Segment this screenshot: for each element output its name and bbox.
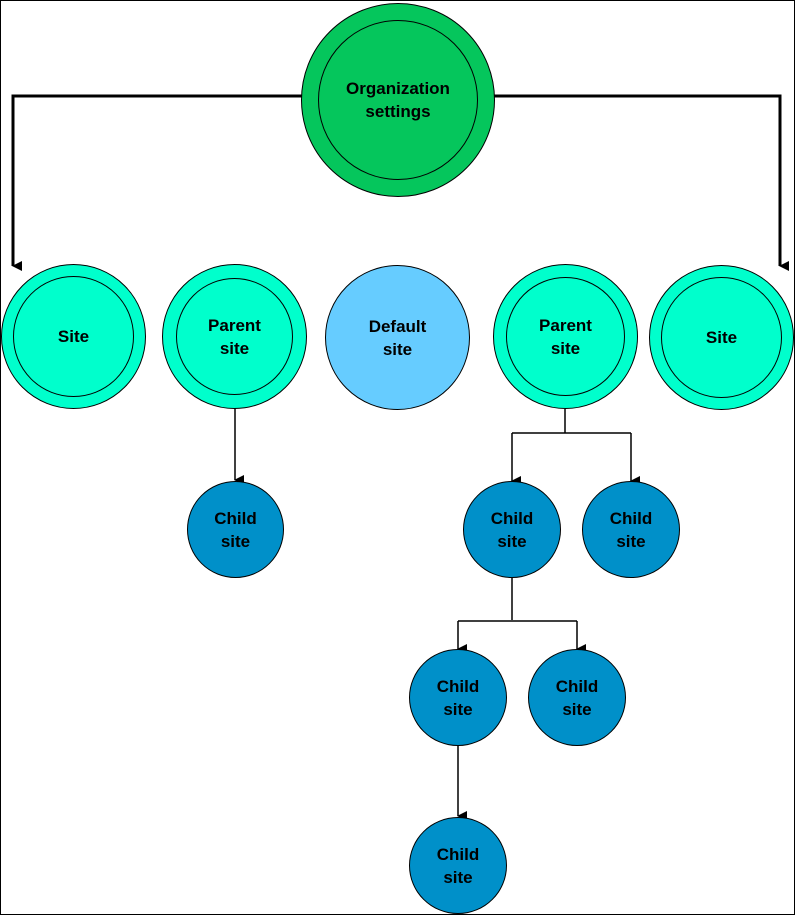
site-right-inner-ring bbox=[661, 277, 782, 398]
child-site-node-a: Child site bbox=[187, 481, 284, 578]
child-site-node-d: Child site bbox=[582, 481, 680, 578]
parent-site-right-label: Parent site bbox=[539, 315, 592, 358]
organization-settings-node: Organization settings bbox=[301, 3, 495, 197]
site-right-label: Site bbox=[705, 328, 738, 347]
parent-site-node-left: Parent site bbox=[162, 264, 307, 409]
connector-org-to-left-site bbox=[11, 94, 302, 271]
child-site-a-label: Child site bbox=[214, 508, 257, 551]
child-site-b-label: Child site bbox=[436, 844, 480, 887]
child-site-node-f: Child site bbox=[528, 649, 626, 746]
parent-site-right-inner-ring bbox=[506, 277, 625, 396]
parent-site-left-inner-ring bbox=[176, 278, 293, 395]
child-site-d-label: Child site bbox=[609, 508, 653, 551]
parent-site-node-right: Parent site bbox=[493, 264, 638, 409]
default-site-label: Default site bbox=[368, 316, 427, 359]
child-site-f-label: Child site bbox=[555, 676, 599, 719]
child-site-node-b: Child site bbox=[409, 817, 507, 914]
organization-settings-label: Organization settings bbox=[346, 79, 450, 121]
site-left-label: Site bbox=[57, 327, 90, 346]
site-node-right: Site bbox=[649, 265, 794, 410]
site-left-inner-ring bbox=[13, 276, 134, 397]
connector-org-to-right-site bbox=[494, 94, 789, 271]
child-site-c-label: Child site bbox=[490, 508, 534, 551]
organization-settings-inner-ring bbox=[318, 20, 478, 180]
child-site-node-c: Child site bbox=[463, 481, 561, 578]
child-site-node-e: Child site bbox=[409, 649, 507, 746]
parent-site-left-label: Parent site bbox=[208, 315, 261, 358]
site-node-left: Site bbox=[1, 264, 146, 409]
default-site-node: Default site bbox=[325, 265, 470, 410]
child-site-e-label: Child site bbox=[436, 676, 480, 719]
